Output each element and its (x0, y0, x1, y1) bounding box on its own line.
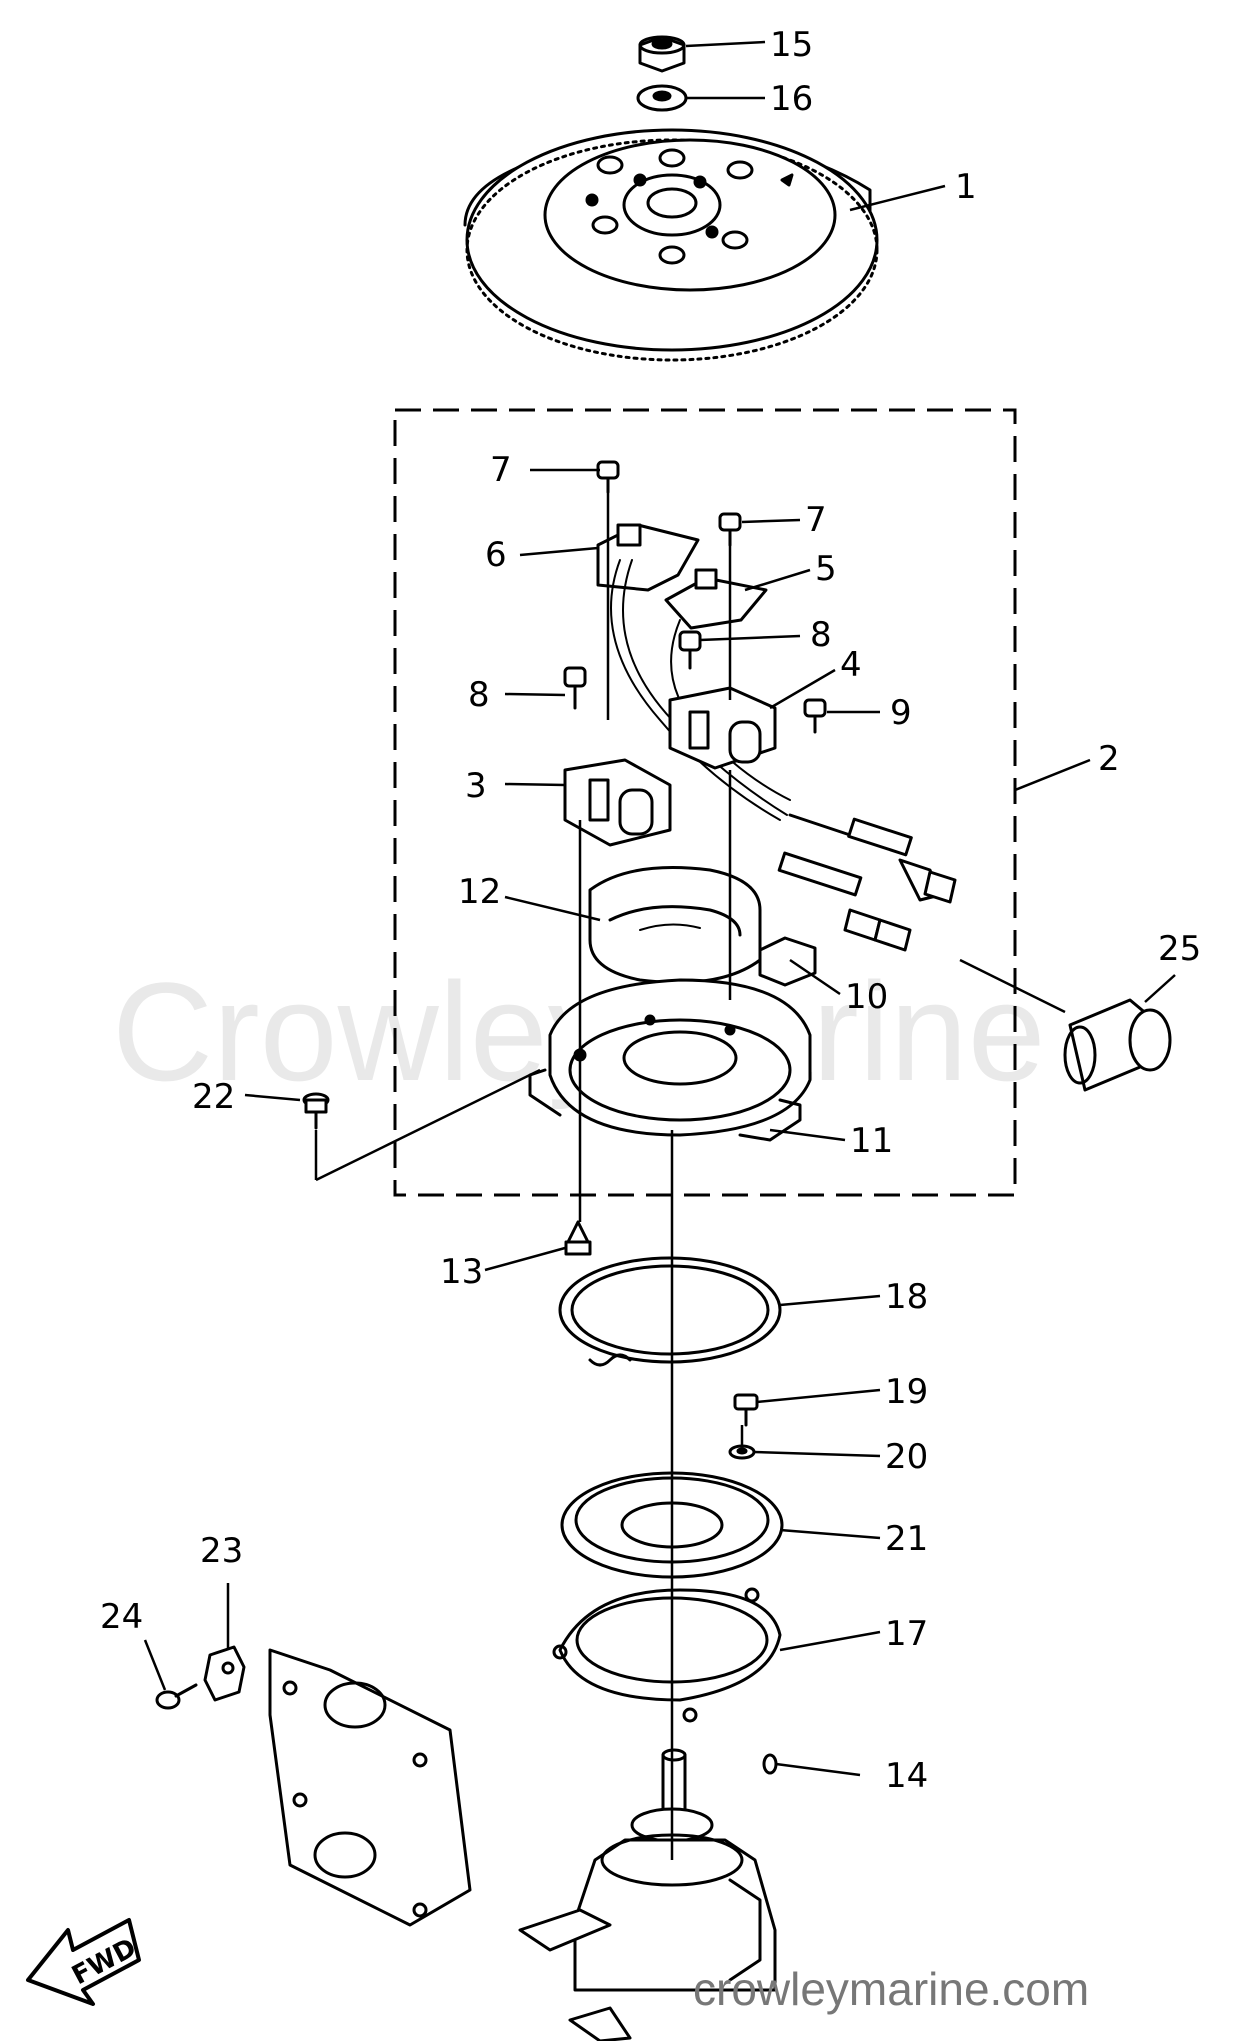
callout-5: 5 (815, 549, 837, 589)
callout-4: 4 (840, 645, 862, 685)
callout-12: 12 (458, 872, 501, 912)
part-9-screw[interactable] (803, 698, 827, 734)
part-14-key[interactable] (762, 1753, 778, 1775)
callout-18: 18 (885, 1277, 928, 1317)
callout-2: 2 (1098, 739, 1120, 779)
part-13-bolt[interactable] (564, 1220, 592, 1256)
callout-13: 13 (440, 1252, 483, 1292)
callout-11: 11 (850, 1121, 893, 1161)
part-20-washer[interactable] (728, 1444, 756, 1460)
callout-6: 6 (485, 535, 507, 575)
callout-1: 1 (955, 167, 977, 207)
part-3-source-coil[interactable] (563, 758, 672, 847)
part-25-cap[interactable] (1063, 998, 1172, 1092)
fwd-arrow-icon: FWD (26, 1918, 141, 2006)
site-url: crowleymarine.com (693, 1963, 1089, 2015)
callout-8a: 8 (810, 615, 832, 655)
callout-25: 25 (1158, 929, 1201, 969)
intake-manifold (268, 1648, 472, 1927)
engine-block (518, 1748, 777, 2041)
part-18-ring[interactable] (558, 1256, 782, 1367)
part-10-clamp[interactable] (758, 936, 817, 987)
callout-14: 14 (885, 1756, 928, 1796)
callout-17: 17 (885, 1614, 928, 1654)
callout-21: 21 (885, 1519, 928, 1559)
callout-3: 3 (465, 766, 487, 806)
part-8-screw-b[interactable] (563, 666, 587, 710)
callout-23: 23 (200, 1531, 243, 1571)
part-19-screw[interactable] (733, 1393, 759, 1427)
callout-19: 19 (885, 1372, 928, 1412)
callout-9: 9 (890, 693, 912, 733)
part-7-screw-a[interactable] (596, 460, 620, 494)
part-15-nut[interactable] (638, 35, 686, 73)
part-8-screw-a[interactable] (678, 630, 702, 670)
part-17-gasket[interactable] (552, 1587, 782, 1723)
part-16-washer[interactable] (636, 84, 688, 112)
callout-22: 22 (192, 1077, 235, 1117)
part-24-screw[interactable] (155, 1683, 198, 1710)
wire-harness (610, 559, 957, 952)
callout-16: 16 (770, 79, 813, 119)
callout-8b: 8 (468, 675, 490, 715)
part-1-flywheel[interactable] (463, 128, 879, 362)
part-4-charge-coil[interactable] (668, 686, 777, 770)
part-22-screw[interactable] (302, 1092, 330, 1130)
callout-24: 24 (100, 1597, 143, 1637)
part-23-bracket[interactable] (203, 1645, 246, 1702)
part-5-pulser-coil[interactable] (664, 568, 768, 630)
part-6-pulser-coil[interactable] (596, 523, 700, 592)
part-7-screw-b[interactable] (718, 512, 742, 547)
callout-10: 10 (845, 977, 888, 1017)
assembly-box (393, 408, 1017, 1197)
callout-7b: 7 (805, 500, 827, 540)
part-12-lighting-coil[interactable] (588, 866, 762, 984)
callout-7a: 7 (490, 450, 512, 490)
callout-15: 15 (770, 25, 813, 65)
callout-20: 20 (885, 1437, 928, 1477)
